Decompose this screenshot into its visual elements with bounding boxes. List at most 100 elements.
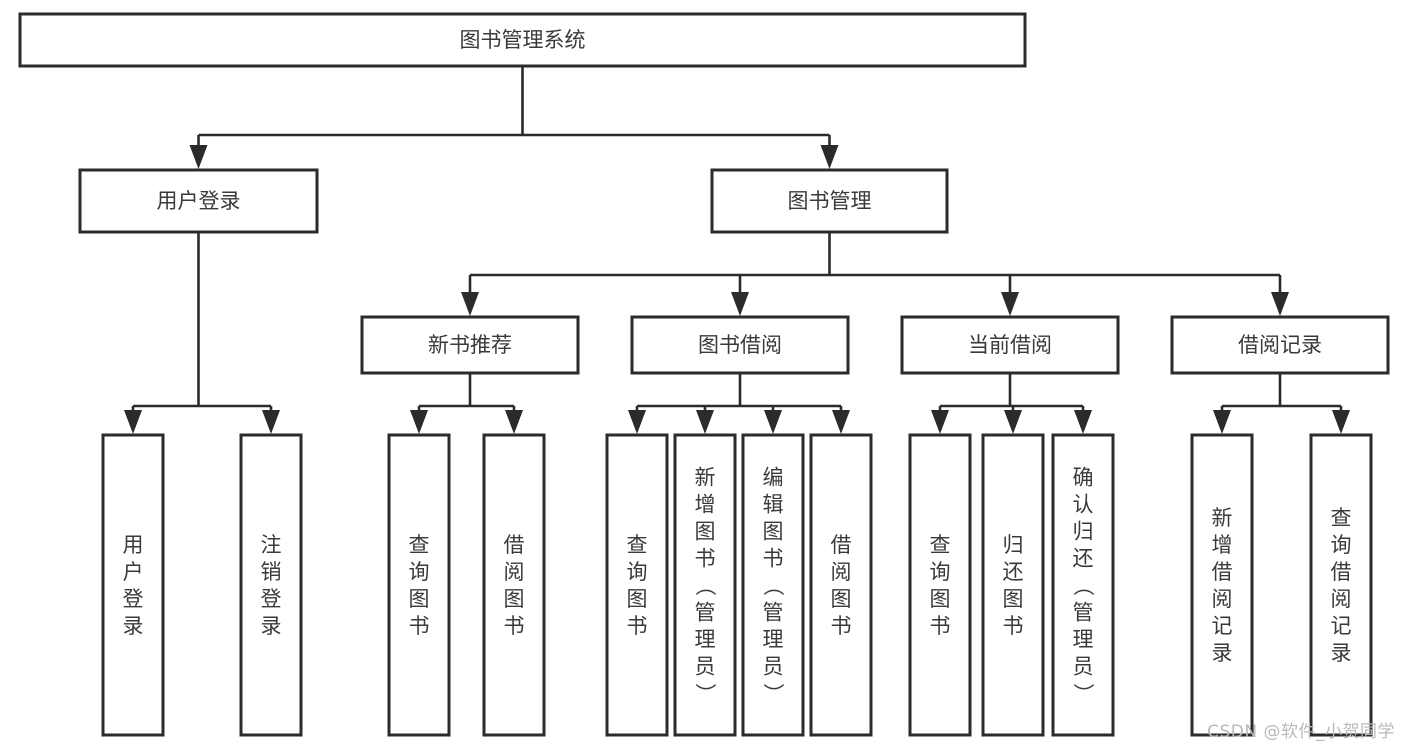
node-label-char: 户 <box>123 560 144 584</box>
node-book-manage[interactable]: 图书管理 <box>710 168 949 234</box>
node-label: 借阅记录 <box>1238 333 1322 357</box>
node-label: 用户登录 <box>157 189 241 213</box>
node-label-char: 登 <box>123 587 144 611</box>
node-label: 当前借阅 <box>968 333 1052 357</box>
node-label-char: 管 <box>695 601 716 625</box>
node-label-char: 录 <box>1331 641 1352 665</box>
node-label-char: 用 <box>123 533 144 557</box>
node-label-char: 图 <box>627 587 648 611</box>
node-label-char: 阅 <box>1331 587 1352 611</box>
node-label-char: 图 <box>930 587 951 611</box>
node-label-char: 查 <box>930 533 951 557</box>
node-label-char: 书 <box>627 614 648 638</box>
node-box <box>710 168 949 234</box>
arrow-head-icon <box>1213 410 1231 434</box>
node-label-char: 书 <box>763 547 784 571</box>
node-label-char: 查 <box>409 533 430 557</box>
node-label-char: 查 <box>1331 506 1352 530</box>
node-label-char: 询 <box>1331 533 1352 557</box>
node-label: 图书管理 <box>788 189 872 213</box>
node-box <box>809 433 873 737</box>
arrow-head-icon <box>832 410 850 434</box>
node-label-char: 理 <box>763 628 784 652</box>
node-box <box>741 433 805 737</box>
node-label-char: 书 <box>695 547 716 571</box>
node-label-char: 理 <box>695 628 716 652</box>
arrow-head-icon <box>1074 410 1092 434</box>
node-label-char: 登 <box>261 587 282 611</box>
node-box <box>482 433 546 737</box>
arrow-head-icon <box>1332 410 1350 434</box>
node-label-char: （ <box>693 575 717 596</box>
node-label-char: 确 <box>1073 466 1094 490</box>
node-label-char: 阅 <box>1212 587 1233 611</box>
node-label-char: 录 <box>123 614 144 638</box>
arrow-head-icon <box>820 145 839 169</box>
node-label-char: 认 <box>1073 493 1094 517</box>
node-label-char: 记 <box>1331 614 1352 638</box>
arrow-head-icon <box>461 292 479 316</box>
node-borrow-record[interactable]: 借阅记录 <box>1170 315 1390 375</box>
node-label-char: 注 <box>261 533 282 557</box>
node-label-char: ） <box>761 683 785 704</box>
node-label-char: 书 <box>1003 614 1024 638</box>
node-label-char: 书 <box>504 614 525 638</box>
node-label-char: 新 <box>1212 506 1233 530</box>
node-label: 新书推荐 <box>428 333 512 357</box>
node-box <box>387 433 451 737</box>
node-user-login[interactable]: 用户登录 <box>78 168 319 234</box>
node-box <box>101 433 165 737</box>
arrow-head-icon <box>124 410 142 434</box>
node-leaf-user-login[interactable]: 用户登录 <box>101 433 165 737</box>
node-label-char: ） <box>1071 683 1095 704</box>
node-label-char: 理 <box>1073 628 1094 652</box>
node-label-char: ） <box>693 683 717 704</box>
node-label-char: 录 <box>1212 641 1233 665</box>
arrow-head-icon <box>1004 410 1022 434</box>
node-label-char: 图 <box>504 587 525 611</box>
node-label-char: 阅 <box>504 560 525 584</box>
node-label-char: 员 <box>695 655 716 679</box>
node-label-char: 询 <box>627 560 648 584</box>
node-box <box>908 433 972 737</box>
node-box <box>78 168 319 234</box>
node-root-图书管理系统[interactable]: 图书管理系统 <box>18 12 1027 68</box>
node-book-borrow[interactable]: 图书借阅 <box>630 315 850 375</box>
node-label-char: 员 <box>1073 655 1094 679</box>
node-label-char: 还 <box>1003 560 1024 584</box>
node-label-char: 新 <box>695 466 716 490</box>
node-label-char: 销 <box>261 560 282 584</box>
node-label-char: 书 <box>930 614 951 638</box>
node-box <box>630 315 850 375</box>
node-label-char: 图 <box>831 587 852 611</box>
node-label-char: 员 <box>763 655 784 679</box>
arrow-head-icon <box>262 410 280 434</box>
arrow-head-icon <box>410 410 428 434</box>
node-label: 图书借阅 <box>698 333 782 357</box>
node-label-char: 归 <box>1073 520 1094 544</box>
node-label-char: 借 <box>831 533 852 557</box>
node-label-char: （ <box>761 575 785 596</box>
node-label-char: 归 <box>1003 533 1024 557</box>
node-label-char: 阅 <box>831 560 852 584</box>
node-new-book-rec[interactable]: 新书推荐 <box>360 315 580 375</box>
node-current-borrow[interactable]: 当前借阅 <box>900 315 1120 375</box>
arrow-head-icon <box>931 410 949 434</box>
node-label-char: 增 <box>695 493 716 517</box>
node-label-char: 图 <box>1003 587 1024 611</box>
arrow-head-icon <box>628 410 646 434</box>
node-box <box>239 433 303 737</box>
node-box <box>981 433 1045 737</box>
